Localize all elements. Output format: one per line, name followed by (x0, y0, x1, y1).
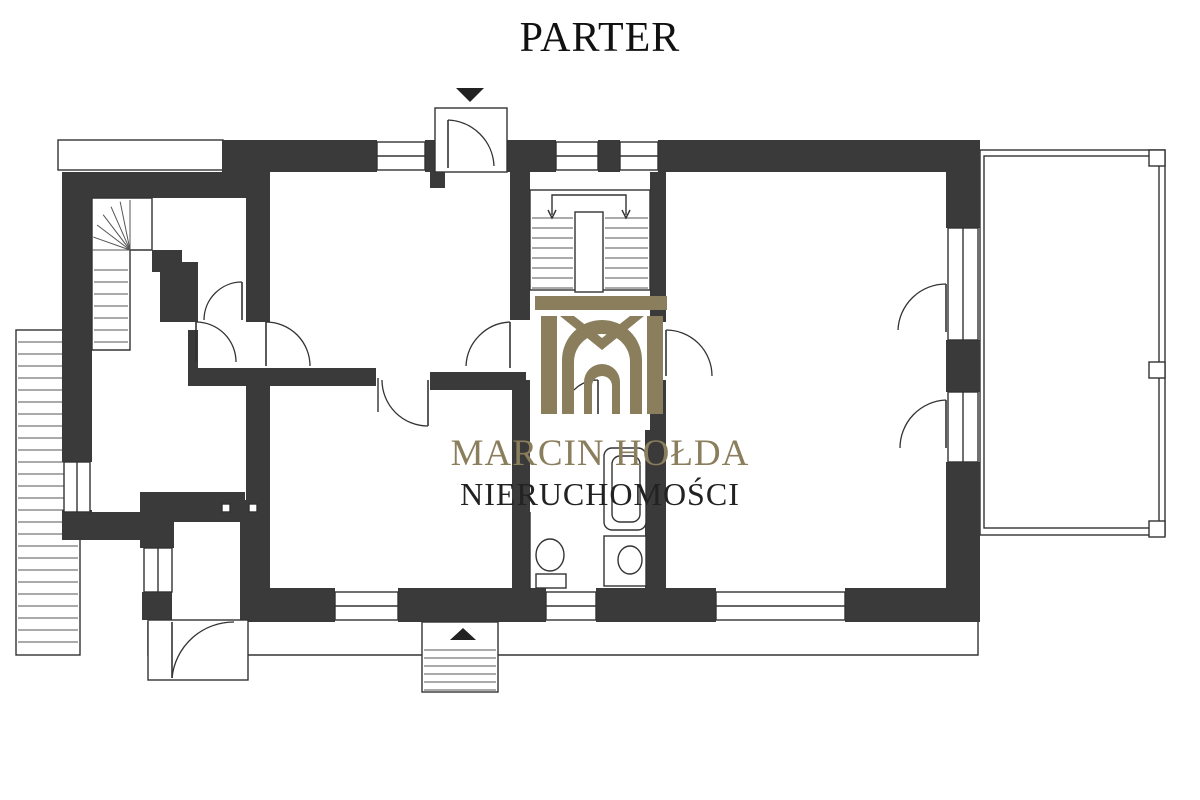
triangle-down-icon (456, 88, 484, 102)
window-top-2 (555, 141, 599, 171)
spiral-stair (91, 197, 153, 351)
interior-doors (195, 281, 947, 449)
window-left-2 (143, 547, 173, 593)
plan-title: PARTER (519, 15, 681, 61)
walls (62, 140, 980, 622)
triangle-up-icon (450, 628, 476, 640)
window-bottom-1 (334, 591, 399, 621)
window-bottom-3 (715, 591, 846, 621)
window-top-3 (619, 141, 659, 171)
windows (63, 141, 979, 621)
main-stair (529, 189, 651, 293)
canopy-top-left (57, 139, 224, 171)
window-right-2 (947, 391, 979, 463)
logo-wordmark-line2: NIERUCHOMOŚCI (460, 476, 740, 512)
side-entrance (147, 619, 249, 681)
logo-wordmark-line1: MARCIN HOŁDA (450, 433, 750, 474)
bathroom-fixtures (529, 447, 647, 590)
window-right-1 (947, 227, 979, 341)
terrace-pergola (979, 149, 1166, 538)
stair-tread (93, 236, 131, 251)
window-left-1 (63, 461, 91, 513)
top-entrance (434, 88, 508, 173)
stair-tread (102, 214, 131, 251)
stair-tread (110, 206, 131, 251)
stair-tread (96, 224, 131, 251)
bottom-entrance (421, 621, 499, 693)
window-top-1 (376, 141, 426, 171)
logo-emblem (535, 296, 667, 414)
window-bottom-2 (545, 591, 597, 621)
stair-tread (119, 201, 131, 251)
